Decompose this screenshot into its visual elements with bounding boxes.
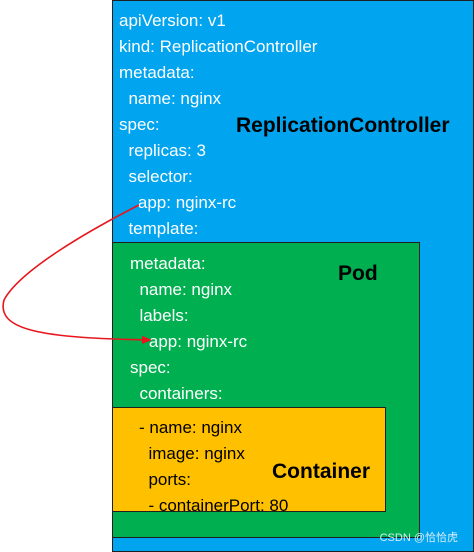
rc-line-template: template:	[119, 219, 199, 238]
rc-line-selector: selector:	[119, 167, 193, 186]
container-title: Container	[272, 460, 371, 483]
container-line-container-port: - containerPort: 80	[139, 496, 289, 515]
replication-controller-title: ReplicationController	[236, 114, 450, 137]
container-box	[112, 407, 386, 512]
pod-line-metadata: metadata:	[130, 254, 206, 273]
container-line-image: image: nginx	[139, 444, 245, 463]
rc-line-name: name: nginx	[119, 89, 222, 108]
pod-line-labels-app: app: nginx-rc	[130, 332, 248, 351]
rc-line-kind: kind: ReplicationController	[119, 37, 318, 56]
rc-line-selector-app: app: nginx-rc	[119, 193, 237, 212]
rc-line-metadata: metadata:	[119, 63, 195, 82]
pod-line-containers: containers:	[130, 384, 223, 403]
pod-line-labels: labels:	[130, 306, 189, 325]
container-line-name: - name: nginx	[139, 418, 242, 437]
watermark-text: CSDN @恰恰虎	[379, 532, 458, 544]
pod-title: Pod	[338, 262, 378, 285]
rc-line-api-version: apiVersion: v1	[119, 11, 226, 30]
container-line-ports: ports:	[139, 470, 191, 489]
rc-line-replicas: replicas: 3	[119, 141, 206, 160]
rc-line-spec: spec:	[119, 115, 160, 134]
pod-line-name: name: nginx	[130, 280, 233, 299]
pod-line-spec: spec:	[130, 358, 171, 377]
